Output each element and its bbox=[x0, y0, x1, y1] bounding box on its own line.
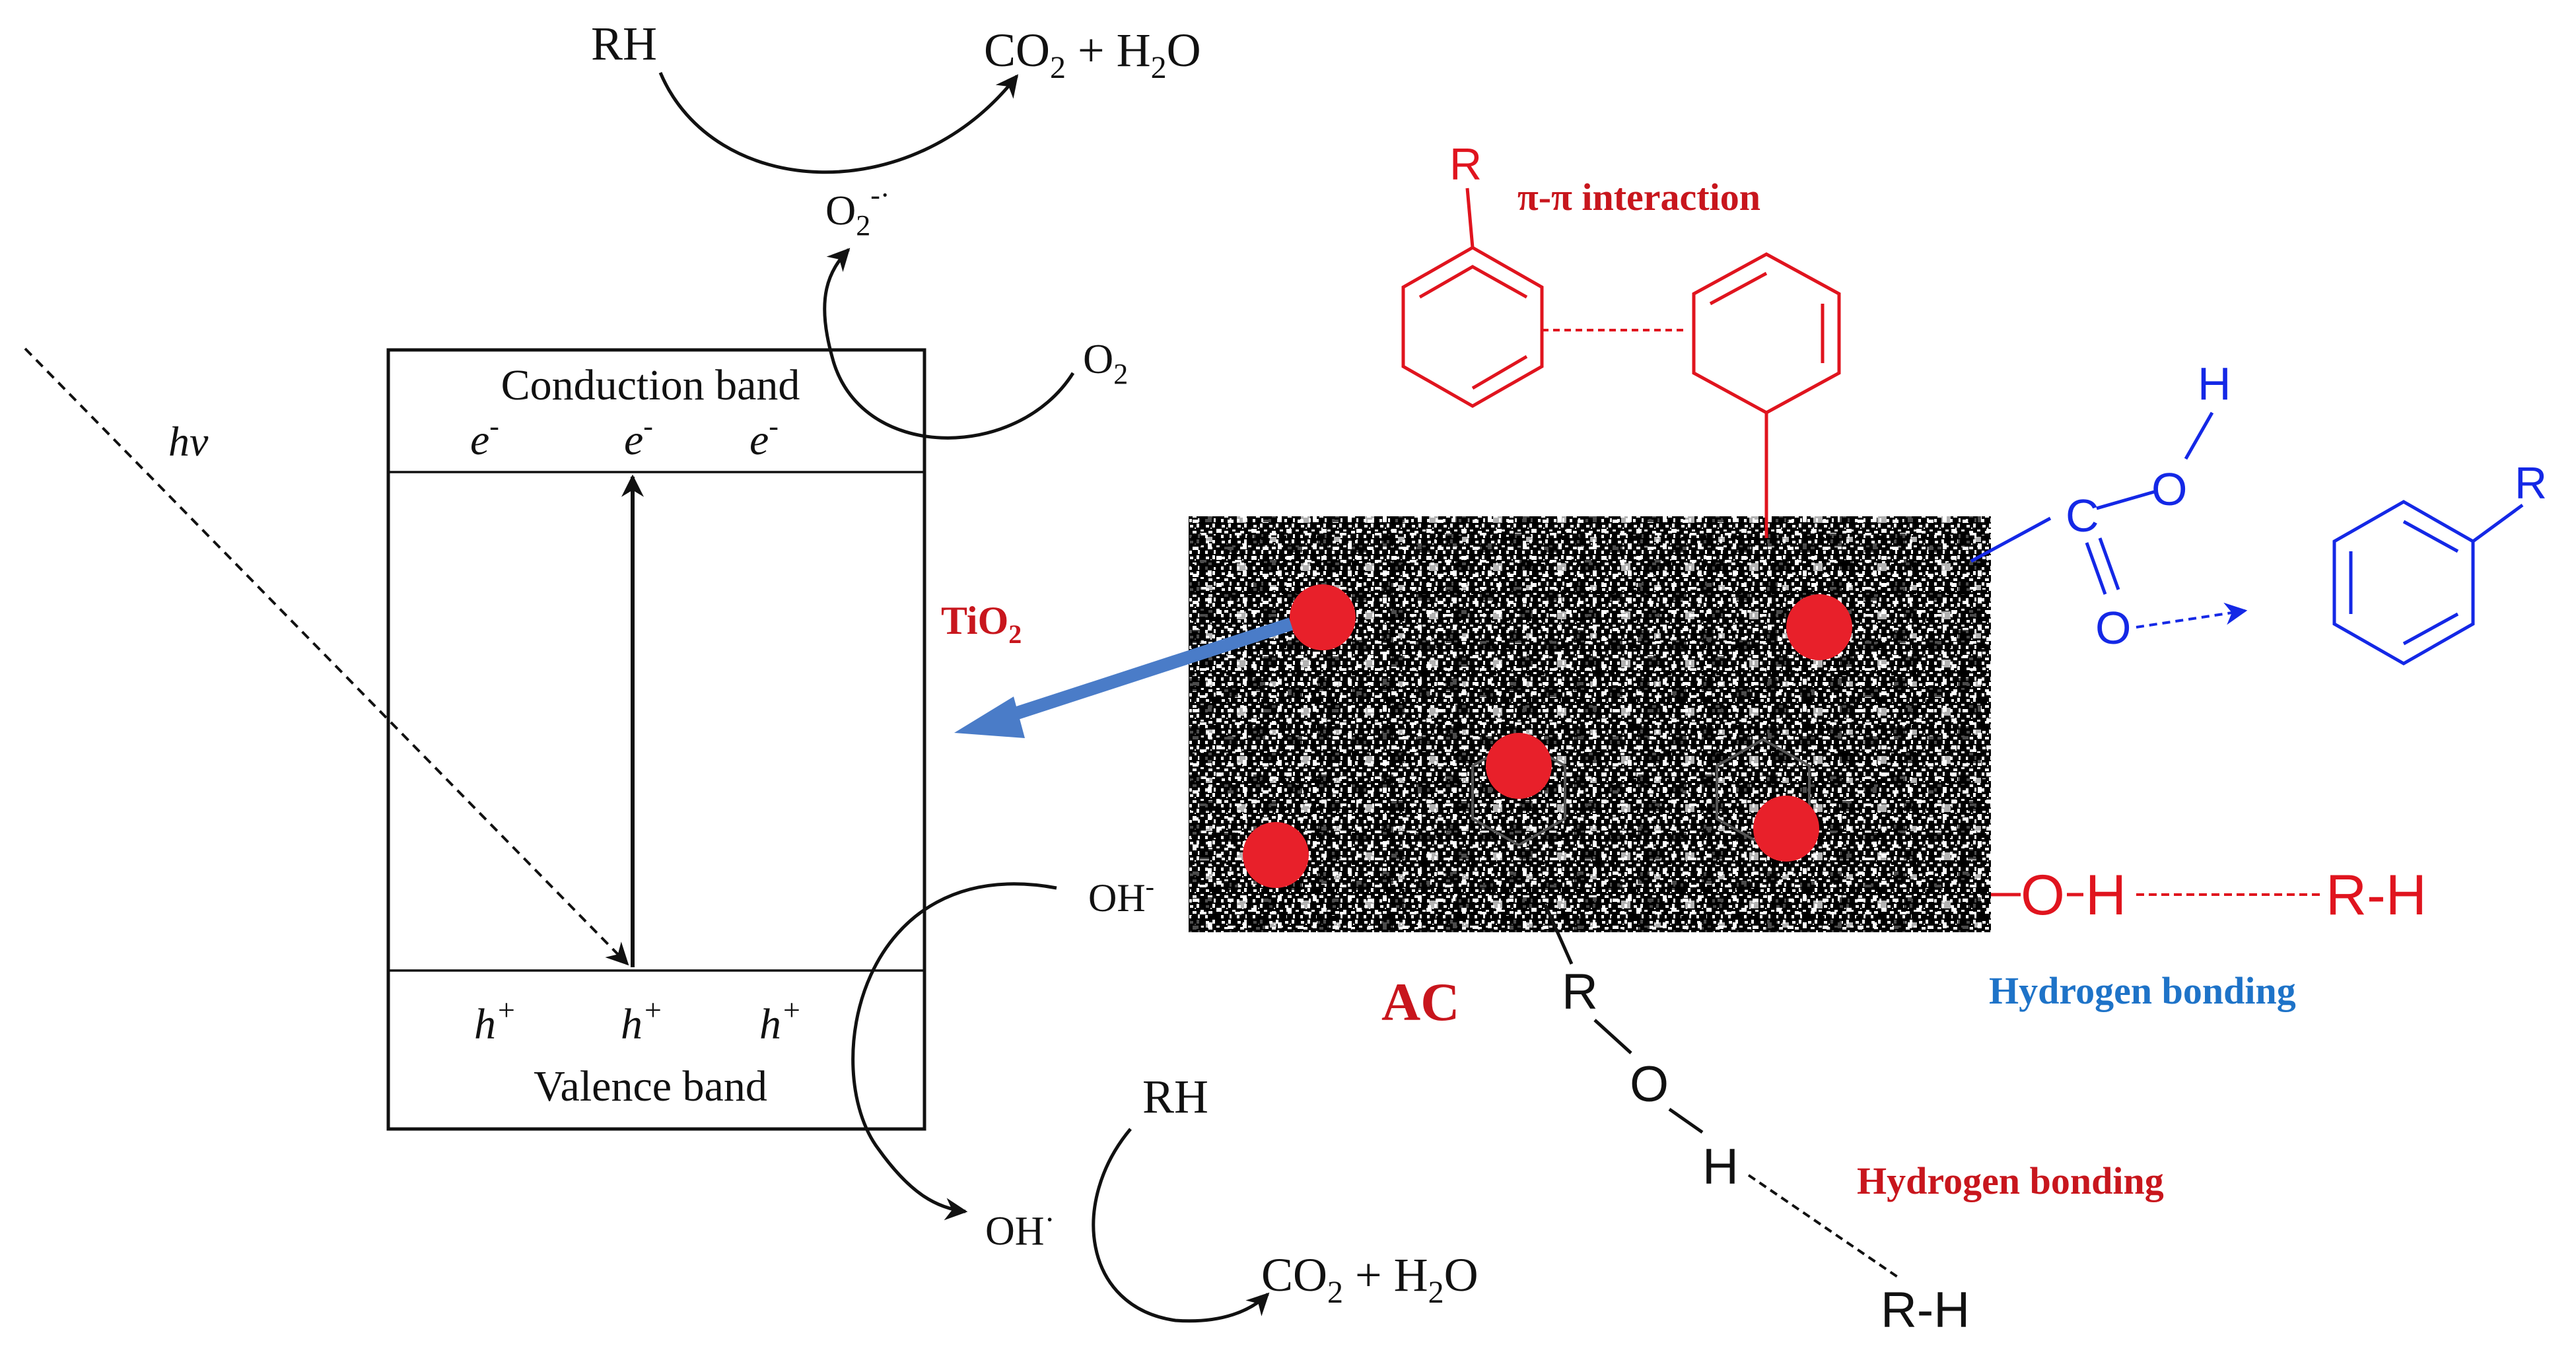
tio2-arrow-shaft bbox=[1004, 617, 1294, 723]
carbonyl-o: O bbox=[2095, 602, 2131, 654]
benzene-ring-left bbox=[1401, 246, 1544, 408]
ac-label: AC bbox=[1381, 972, 1459, 1032]
oxygen-reduction-arrow bbox=[823, 248, 1075, 440]
hole-3: h+ bbox=[759, 993, 802, 1048]
tio2-particle-2 bbox=[1786, 594, 1852, 660]
holes: h+ h+ h+ bbox=[474, 993, 802, 1048]
carboxyl-c: C bbox=[2066, 490, 2099, 541]
superoxide-pathway: RH CO2 + H2O O2-· O2 bbox=[591, 17, 1201, 440]
band-diagram: Conduction band Valence band e- e- e- h+… bbox=[24, 347, 926, 1131]
semiconductor-box bbox=[386, 348, 926, 1131]
top-product: CO2 + H2O bbox=[984, 24, 1201, 85]
hydrogen-bonding-blue-label: Hydrogen bonding bbox=[1989, 969, 2296, 1012]
valence-band-label: Valence band bbox=[534, 1062, 767, 1110]
alcohol-r: R bbox=[1562, 964, 1598, 1020]
light-label: hv bbox=[168, 418, 209, 465]
conduction-band-label: Conduction band bbox=[501, 361, 800, 409]
electron-2: e- bbox=[624, 410, 653, 464]
tio2-label: TiO2 bbox=[941, 599, 1022, 649]
tio2-particles bbox=[1243, 584, 1852, 888]
pi-pi-interaction: R π-π interaction bbox=[1401, 139, 1841, 538]
hydroxyl-pathway: OH- OH· RH CO2 + H2O bbox=[851, 871, 1479, 1323]
activated-carbon: AC bbox=[1189, 516, 1991, 1032]
light-ray bbox=[24, 347, 629, 966]
benzene-ring-blue bbox=[2332, 500, 2475, 666]
carboxyl-o: O bbox=[2151, 463, 2187, 515]
tio2-particle-3 bbox=[1486, 733, 1552, 799]
surface-h: H bbox=[2085, 864, 2126, 927]
pi-pi-r-label: R bbox=[1449, 139, 1482, 189]
benzene-ring-right bbox=[1692, 252, 1841, 415]
carbonyl-hbond-arrow bbox=[2136, 602, 2248, 629]
tio2-arrow-head bbox=[954, 697, 1025, 738]
hole-2: h+ bbox=[621, 993, 663, 1048]
bottom-reactant-rh: RH bbox=[1142, 1070, 1208, 1123]
surface-o: O bbox=[2021, 864, 2065, 927]
alcohol-hydrogen-bond: R O H R-H Hydrogen bonding bbox=[1543, 903, 2164, 1338]
superoxide-label: O2-· bbox=[825, 179, 890, 242]
carboxyl-hydrogen-bond: C O H O R Hydrogen bonding bbox=[1970, 358, 2547, 1012]
tio2-particle-4 bbox=[1243, 822, 1309, 888]
electron-3: e- bbox=[749, 410, 779, 464]
top-reactant-rh: RH bbox=[591, 17, 657, 70]
tio2-particle-1 bbox=[1290, 584, 1356, 650]
bottom-product: CO2 + H2O bbox=[1261, 1248, 1479, 1310]
hydroxyl-radical-label: OH· bbox=[985, 1202, 1055, 1254]
tio2-pointer: TiO2 bbox=[941, 599, 1294, 738]
hole-1: h+ bbox=[474, 993, 516, 1048]
electron-1: e- bbox=[470, 410, 499, 464]
carboxyl-h: H bbox=[2198, 358, 2231, 409]
alcohol-rh: R-H bbox=[1881, 1282, 1970, 1338]
pi-pi-interaction-label: π-π interaction bbox=[1517, 176, 1760, 219]
blue-r-label: R bbox=[2515, 458, 2547, 508]
electrons: e- e- e- bbox=[470, 410, 779, 464]
bottom-oxidation-arrow bbox=[1092, 1128, 1270, 1323]
hole-oxidation-arrow bbox=[851, 882, 1057, 1221]
hydrogen-bonding-red-label: Hydrogen bonding bbox=[1857, 1159, 2164, 1202]
alcohol-hbond-dashes bbox=[1747, 1174, 1900, 1279]
tio2-particle-5 bbox=[1753, 796, 1819, 862]
alcohol-h: H bbox=[1702, 1139, 1739, 1195]
hydroxyl-hydrogen-bond: O H R-H bbox=[1991, 864, 2427, 927]
surface-rh: R-H bbox=[2326, 864, 2427, 927]
top-oxidation-arrow bbox=[658, 72, 1019, 174]
hydroxide-label: OH- bbox=[1088, 871, 1154, 920]
oxygen-label: O2 bbox=[1083, 335, 1128, 390]
alcohol-o: O bbox=[1630, 1056, 1669, 1112]
